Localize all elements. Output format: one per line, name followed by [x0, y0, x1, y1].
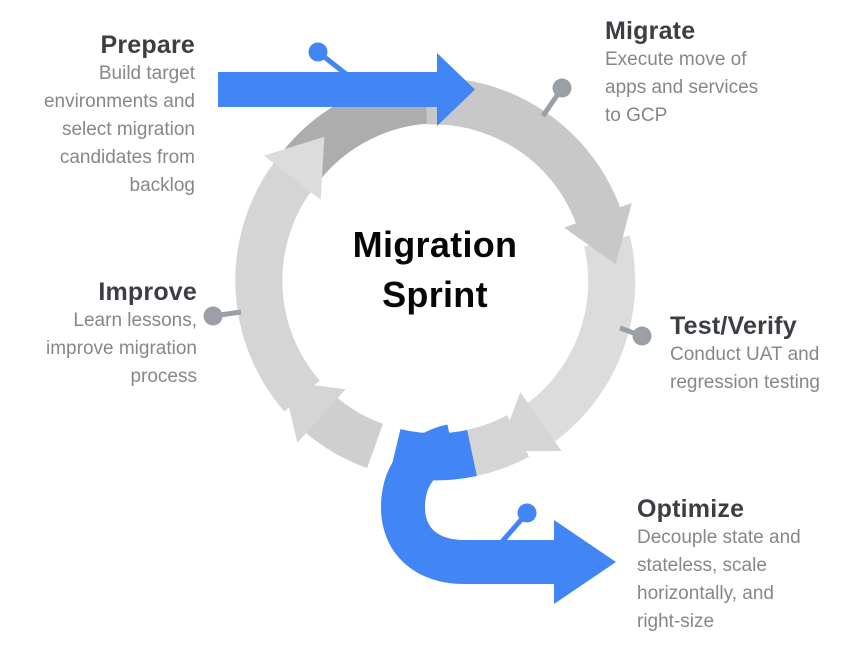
- stage-description-prepare: Build target environments and select mig…: [43, 63, 195, 196]
- stage-description-migrate: Execute move of apps and services to GCP: [605, 49, 759, 126]
- cycle-arc-left: [235, 160, 321, 412]
- stage-label-prepare: Prepare Build target environments and se…: [0, 30, 195, 200]
- stage-title-improve: Improve: [98, 278, 197, 306]
- cycle-arc-improve: [304, 395, 384, 469]
- cycle-arrowhead-bottom-left: [282, 381, 346, 443]
- connector-dot-optimize: [517, 503, 537, 523]
- connector-dot-test-verify: [632, 326, 652, 346]
- stage-title-optimize: Optimize: [637, 495, 745, 523]
- stage-description-improve: Learn lessons, improve migration process: [46, 310, 197, 387]
- stage-title-test-verify: Test/Verify: [670, 312, 797, 340]
- stage-label-improve: Improve Learn lessons, improve migration…: [0, 277, 197, 391]
- cycle-arrowhead-top-left: [263, 136, 325, 200]
- stage-title-prepare: Prepare: [100, 31, 195, 59]
- stage-label-test-verify: Test/Verify Conduct UAT and regression t…: [670, 311, 850, 397]
- optimize-exit-arrow-shaft: [381, 424, 566, 584]
- connector-dot-migrate: [552, 78, 572, 98]
- stage-label-migrate: Migrate Execute move of apps and service…: [605, 16, 790, 130]
- stage-label-optimize: Optimize Decouple state and stateless, s…: [637, 494, 827, 636]
- cycle-arc-test-verify: [524, 235, 636, 444]
- stage-description-test-verify: Conduct UAT and regression testing: [670, 344, 820, 393]
- connector-dot-prepare: [308, 42, 328, 62]
- prepare-entry-arrow: [218, 53, 475, 126]
- stage-description-optimize: Decouple state and stateless, scale hori…: [637, 527, 801, 632]
- stage-title-migrate: Migrate: [605, 17, 696, 45]
- cycle-arrowhead-top-right: [564, 203, 632, 265]
- connector-dot-improve: [203, 306, 223, 326]
- cycle-arc-migrate: [425, 77, 622, 227]
- cycle-title: Migration Sprint: [352, 224, 518, 315]
- cycle-arrowhead-bottom-right: [498, 392, 562, 452]
- optimize-exit-arrowhead: [554, 520, 616, 604]
